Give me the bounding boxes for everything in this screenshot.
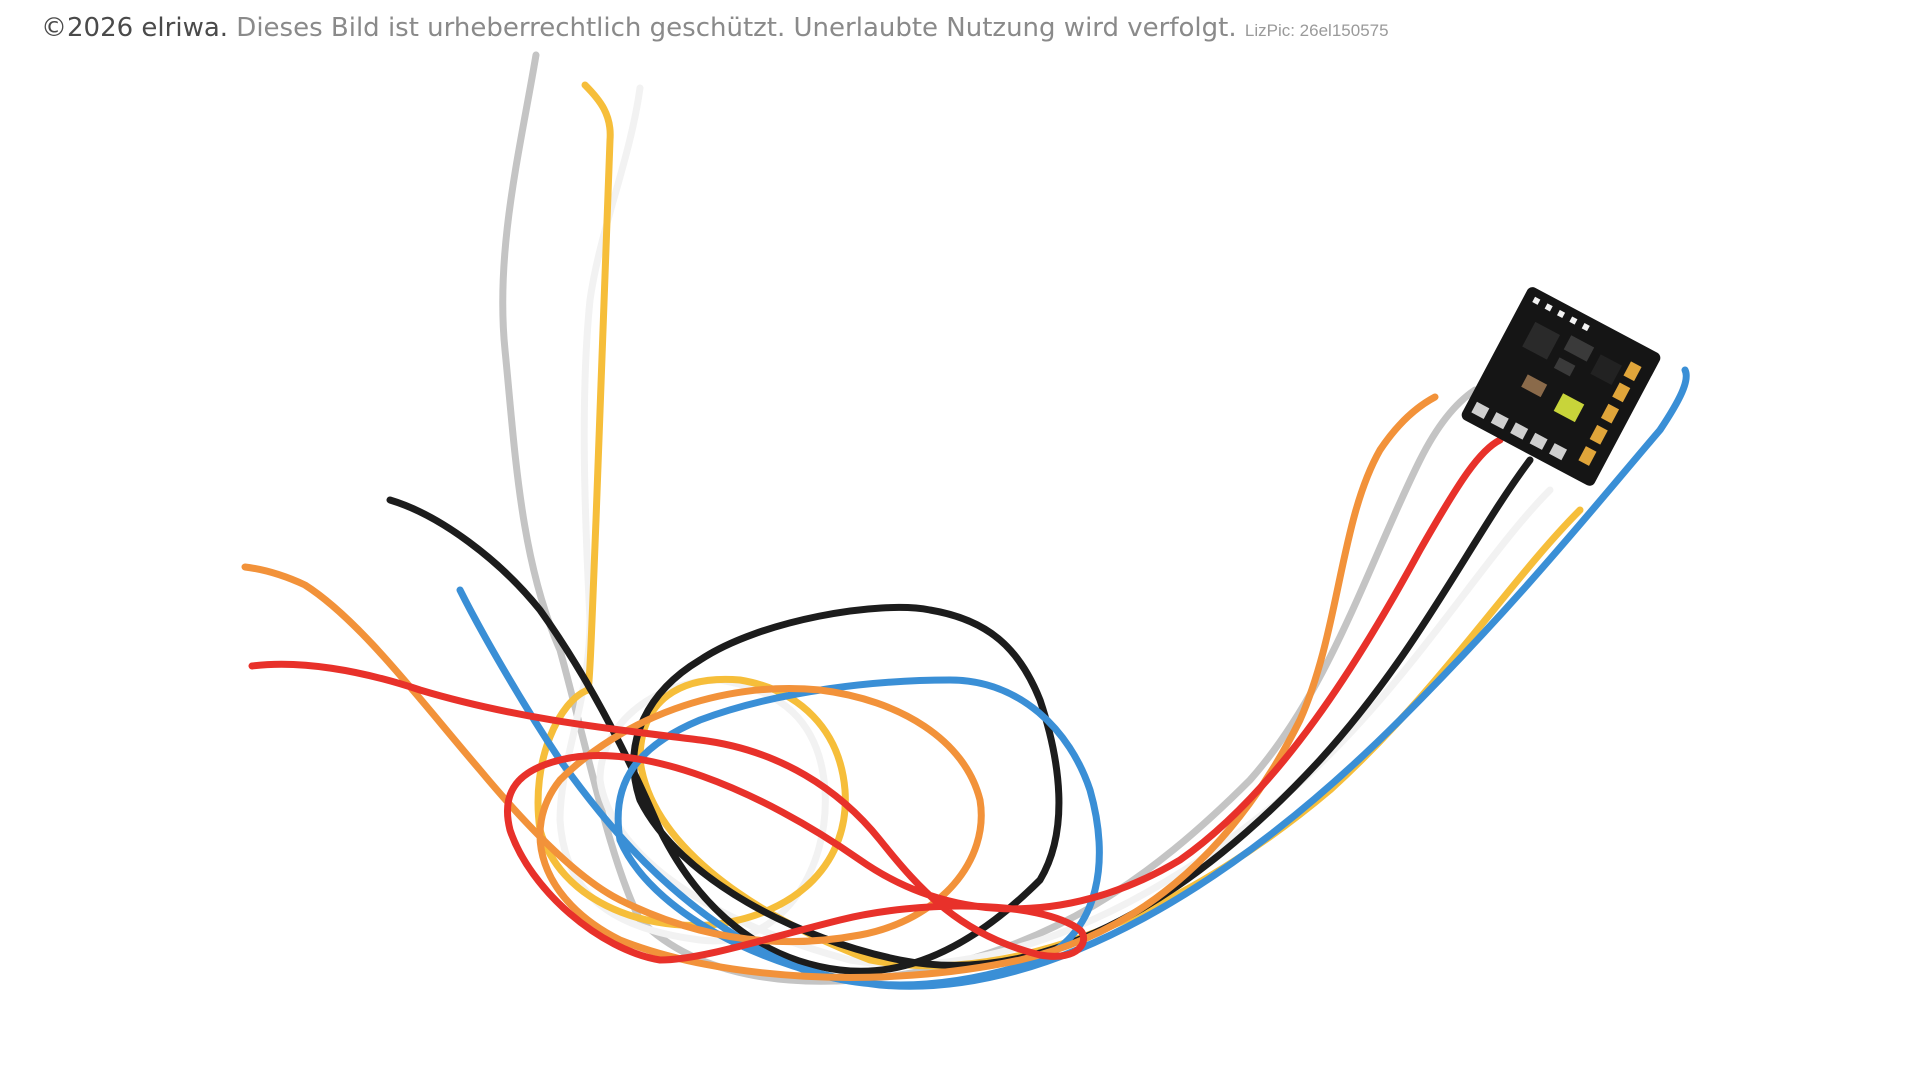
wire-blue: [456, 366, 1690, 990]
pcb-silkscreen-dot: [1581, 323, 1590, 332]
pcb-pad: [1600, 403, 1620, 424]
pcb-silkscreen-dot: [1569, 316, 1578, 325]
solder-joint: [1510, 422, 1529, 440]
pcb-led: [1553, 393, 1585, 423]
pcb-silkscreen-dot: [1556, 309, 1566, 319]
pcb-component: [1553, 357, 1576, 377]
copyright-owner: ©2026 elriwa.: [41, 13, 229, 43]
wire-red: [248, 436, 1504, 964]
pcb-chip: [1522, 321, 1561, 360]
pcb-pad: [1578, 446, 1597, 466]
pcb-pad: [1589, 424, 1608, 445]
pcb-silkscreen-dot: [1544, 303, 1553, 312]
decoder-pcb: [1461, 287, 1661, 486]
wire-white: [556, 84, 1554, 968]
pcb-component: [1563, 335, 1595, 362]
license-id: LizPic: 26el150575: [1244, 21, 1389, 40]
solder-joint: [1549, 443, 1568, 461]
wire-grey: [499, 51, 1479, 985]
copyright-caption: ©2026 elriwa. Dieses Bild ist urheberrec…: [41, 10, 1389, 49]
pcb-capacitor: [1521, 374, 1548, 398]
solder-joint: [1471, 401, 1490, 419]
solder-joint: [1529, 432, 1548, 450]
pcb-silkscreen-dot: [1532, 296, 1541, 305]
solder-joint: [1490, 412, 1509, 430]
pcb-pad: [1612, 382, 1631, 403]
copyright-notice: Dieses Bild ist urheberrechtlich geschüt…: [236, 13, 1237, 43]
pcb-component: [1590, 354, 1622, 386]
pcb-pad: [1623, 361, 1642, 382]
pcb-board: [1461, 287, 1661, 486]
